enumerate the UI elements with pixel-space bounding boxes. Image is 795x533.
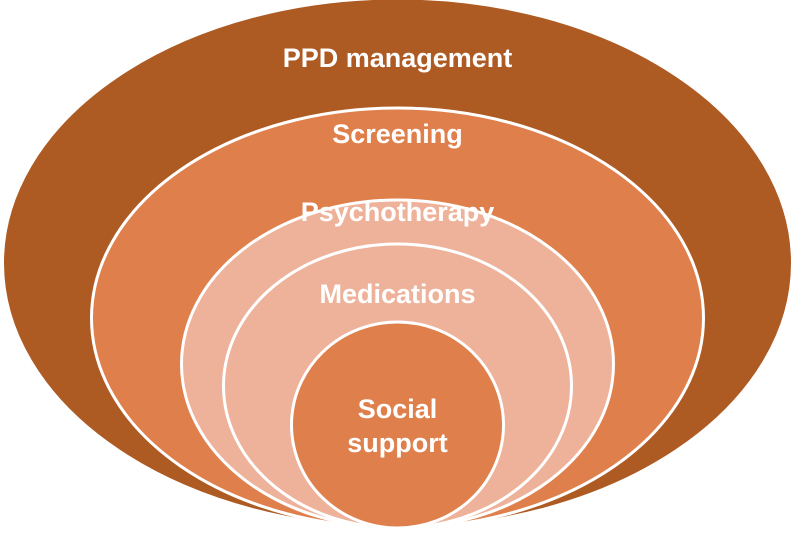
label-medications: Medications — [319, 279, 476, 309]
label-screening: Screening — [332, 119, 463, 149]
label-social-support-line2: support — [347, 428, 448, 458]
label-social-support-line1: Social — [357, 394, 438, 424]
label-psychotherapy: Psychotherapy — [300, 197, 495, 227]
circle-social-support — [290, 320, 505, 530]
label-social-support: Social support — [0, 392, 795, 460]
label-ppd-management: PPD management — [282, 43, 513, 73]
